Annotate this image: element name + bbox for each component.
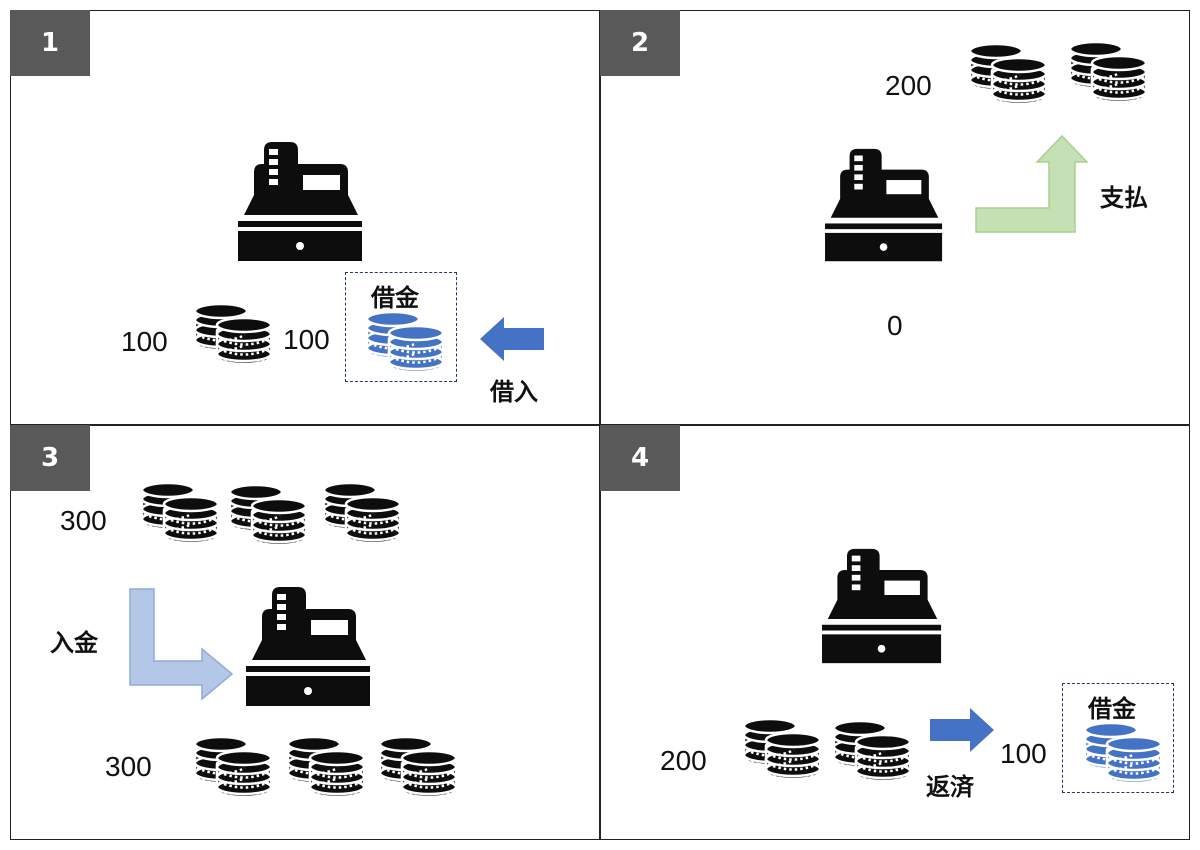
coin-stack-icon [228, 485, 308, 551]
coin-stack-icon [193, 304, 273, 370]
step-badge-2: 2 [600, 10, 680, 76]
loan-label: 借金 [1088, 695, 1136, 723]
payment-label: 支払 [1100, 184, 1148, 212]
coin-stack-icon [742, 719, 822, 785]
register-amount: 0 [887, 310, 903, 341]
cash-register-icon [822, 147, 947, 265]
panel-4: 4 200 返済 100 借金 [600, 425, 1190, 839]
loan-amount: 100 [1000, 738, 1047, 769]
coin-stack-icon [968, 44, 1048, 110]
repayment-label: 返済 [926, 773, 974, 801]
coin-stack-icon [1068, 42, 1148, 108]
cash-register-icon [244, 585, 374, 710]
cash-amount: 200 [660, 745, 707, 776]
loan-coin-stack-icon [365, 312, 445, 378]
coins-amount: 200 [885, 70, 932, 101]
loan-amount: 100 [283, 324, 330, 355]
cash-register-icon [820, 547, 945, 667]
deposit-label: 入金 [50, 629, 98, 657]
top-amount: 300 [60, 505, 107, 536]
loan-label: 借金 [371, 284, 419, 312]
cash-amount: 100 [121, 326, 168, 357]
arrow-left-icon [480, 317, 544, 361]
step-badge-1: 1 [10, 10, 90, 76]
bent-arrow-up-icon [975, 134, 1089, 233]
panel-1: 1 100 100 借金 借入 [10, 10, 600, 424]
step-badge-4: 4 [600, 425, 680, 491]
bottom-amount: 300 [105, 751, 152, 782]
loan-box [1062, 683, 1174, 793]
coin-stack-icon [378, 737, 458, 803]
coin-stack-icon [832, 721, 912, 787]
coin-stack-icon [322, 483, 402, 549]
bent-arrow-right-icon [129, 588, 234, 701]
loan-box [345, 272, 457, 382]
coin-stack-icon [193, 737, 273, 803]
cash-register-icon [236, 140, 366, 265]
loan-coin-stack-icon [1083, 723, 1163, 789]
coin-stack-icon [140, 483, 220, 549]
step-badge-3: 3 [10, 425, 90, 491]
borrow-label: 借入 [490, 378, 538, 406]
coin-stack-icon [286, 737, 366, 803]
panel-2: 2 200 支払 0 [600, 10, 1190, 424]
panel-3: 3 300 入金 300 [10, 425, 600, 839]
arrow-right-icon [930, 708, 994, 752]
